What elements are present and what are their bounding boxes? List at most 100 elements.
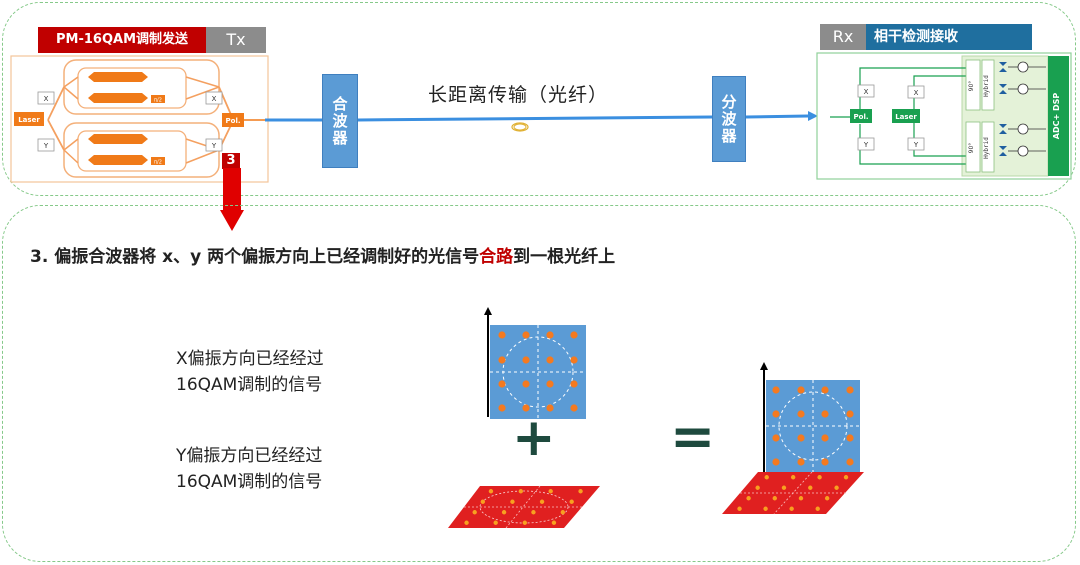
constellation-point [821, 434, 829, 442]
constellation-point [570, 331, 578, 339]
constellation-point [518, 489, 524, 494]
constellation-point [551, 520, 557, 525]
photodiode-pair [999, 83, 1046, 95]
constellation-point [510, 499, 515, 504]
fiber-label: 长距离传输（光纤） [428, 84, 609, 106]
constellation-point [522, 380, 530, 388]
modulator-block [88, 72, 148, 82]
adc-dsp-label: ADC+ DSP [1052, 93, 1061, 140]
constellation-point [834, 485, 839, 490]
constellation-point [821, 458, 829, 466]
rx-lo-x-label: X [914, 89, 919, 97]
constellation-point [546, 331, 554, 339]
deg-label: 90° [968, 143, 975, 154]
constellation-point [546, 356, 554, 364]
y-signal-description: Y偏振方向已经经过 16QAM调制的信号 [176, 443, 322, 495]
constellation-point [546, 404, 554, 412]
constellation-point [772, 434, 780, 442]
constellation-point [808, 485, 813, 490]
constellation-point [522, 356, 530, 364]
constellation-point [772, 386, 780, 394]
rx-title: 相干检测接收 [866, 24, 1032, 50]
constellation-point [498, 404, 506, 412]
x-output-label: X [212, 95, 217, 103]
constellation-point [498, 331, 506, 339]
constellation-point [772, 410, 780, 418]
pol-label: Pol. [226, 117, 241, 125]
constellation-point [522, 404, 530, 412]
constellation-point [472, 510, 477, 515]
hybrid-label: Hybrid [983, 75, 990, 97]
y-constellation-plane [448, 485, 600, 529]
constellation-point [797, 386, 805, 394]
constellation-point [746, 496, 751, 501]
constellation-point [790, 475, 796, 480]
constellation-point [560, 510, 566, 515]
constellation-point [522, 331, 530, 339]
constellation-point [821, 386, 829, 394]
photodiode-pair [999, 123, 1046, 135]
x-input-label: X [44, 95, 49, 103]
constellation-point [570, 380, 578, 388]
constellation-point [846, 434, 854, 442]
photodetector-array [999, 61, 1046, 157]
photodiode-pair [999, 61, 1046, 73]
constellation-point [781, 485, 787, 490]
x-constellation-plot [484, 307, 586, 419]
laser-label: Laser [18, 116, 40, 124]
constellation-point [797, 458, 805, 466]
plus-sign: + [512, 408, 556, 468]
constellation-point [817, 475, 822, 480]
tx-title: PM-16QAM调制发送 [38, 27, 206, 53]
constellation-point [493, 520, 498, 525]
constellation-point [755, 485, 760, 490]
constellation-point [546, 380, 554, 388]
step-badge: 3 [222, 153, 240, 169]
rx-laser-label: Laser [895, 113, 917, 121]
y-output-label: Y [211, 142, 217, 150]
constellation-point [846, 458, 854, 466]
photodiode-pair [999, 145, 1046, 157]
y-desc-line1: Y偏振方向已经经过 [176, 446, 323, 466]
constellation-point [815, 506, 820, 511]
constellation-point [498, 380, 506, 388]
tx-tag: Tx [206, 27, 266, 53]
combined-polarization-plot [722, 362, 864, 515]
constellation-point [501, 510, 507, 515]
constellation-point [772, 496, 777, 501]
deg-label: 90° [968, 81, 975, 92]
constellation-point [531, 510, 536, 515]
constellation-point [824, 496, 830, 501]
constellation-point [798, 496, 804, 501]
constellation-point [464, 520, 469, 525]
constellation-point [548, 489, 553, 494]
constellation-point [797, 434, 805, 442]
constellation-point [797, 410, 805, 418]
constellation-point [570, 356, 578, 364]
explanation-heading: 3. 偏振合波器将 x、y 两个偏振方向上已经调制好的光信号合路到一根光纤上 [30, 242, 615, 267]
hybrid-label: Hybrid [983, 137, 990, 159]
heading-suffix: 到一根光纤上 [513, 247, 616, 267]
rx-tag: Rx [820, 24, 866, 50]
x-desc-line2: 16QAM调制的信号 [176, 375, 323, 395]
constellation-point [480, 499, 486, 504]
multiplexer: 合波器 [322, 74, 358, 168]
constellation-point [789, 506, 794, 511]
constellation-point [843, 475, 849, 480]
x-signal-description: X偏振方向已经经过 16QAM调制的信号 [176, 346, 324, 398]
constellation-point [578, 489, 583, 494]
modulator-block [88, 155, 148, 165]
demultiplexer: 分波器 [712, 76, 746, 162]
constellation-point [772, 458, 780, 466]
constellation-point [737, 506, 742, 511]
modulator-block [88, 134, 148, 144]
constellation-point [846, 410, 854, 418]
top-panel [2, 2, 1076, 196]
constellation-point [764, 475, 769, 480]
step-arrow [220, 168, 244, 231]
rx-x-label: X [864, 88, 869, 96]
y-desc-line2: 16QAM调制的信号 [176, 472, 323, 492]
fiber-link [265, 111, 818, 132]
rx-lo-y-label: Y [913, 141, 919, 149]
constellation-point [821, 410, 829, 418]
